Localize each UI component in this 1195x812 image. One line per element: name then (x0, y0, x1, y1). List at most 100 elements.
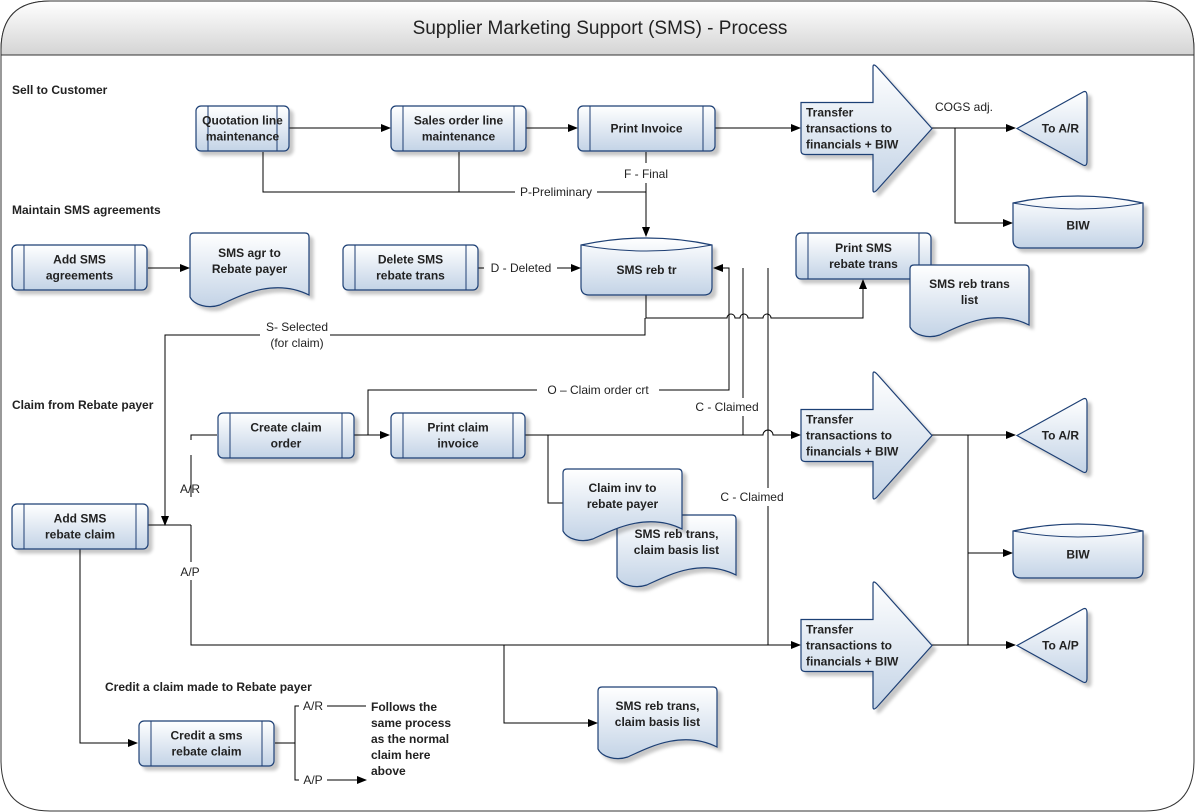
node-label: Transfer (806, 623, 854, 637)
node-label: Claim inv to (588, 481, 656, 495)
node-claim-inv-to-rebate-payer[interactable]: Claim inv to rebate payer (562, 468, 683, 542)
node-label: Transfer (806, 413, 854, 427)
node-label: SMS reb trans, (615, 699, 699, 713)
edge-claim-order-crt (367, 268, 730, 435)
node-label: SMS reb tr (616, 263, 676, 277)
edge-claim-credit (79, 549, 138, 747)
node-label: claim basis list (615, 715, 700, 729)
node-biw-2[interactable]: BIW (1012, 523, 1144, 579)
edge-label-claim-order-crt: O – Claim order crt (547, 383, 649, 397)
edge-label-claimed-1: C - Claimed (695, 400, 758, 414)
edge-transfer1-biw (954, 128, 1013, 227)
node-label: list (961, 293, 978, 307)
node-label: financials + BIW (806, 655, 899, 669)
edge-label-final: F - Final (624, 167, 668, 181)
node-label: transactions to (806, 429, 892, 443)
node-label: financials + BIW (806, 138, 899, 152)
node-label: To A/P (1042, 639, 1079, 653)
note-line: claim here (371, 748, 431, 762)
section-credit: Credit a claim made to Rebate payer (105, 680, 312, 694)
node-label: financials + BIW (806, 445, 899, 459)
node-label: Rebate payer (212, 262, 288, 276)
node-label: Add SMS (54, 512, 107, 526)
node-label: rebate claim (45, 528, 115, 542)
edge-printclaim-doc (547, 435, 563, 504)
node-label: rebate payer (587, 497, 659, 511)
edge-printclaim-transfer2 (525, 429, 801, 439)
node-label: To A/R (1042, 122, 1080, 136)
node-label: Print claim (427, 421, 488, 435)
node-label: order (271, 437, 302, 451)
edge-label-cogs: COGS adj. (935, 100, 993, 114)
node-label: SMS reb trans (929, 277, 1010, 291)
edge-claimbasis-doc (503, 645, 598, 727)
section-maintain: Maintain SMS agreements (12, 203, 161, 217)
node-label: Create claim (250, 421, 321, 435)
node-label: claim basis list (634, 543, 719, 557)
edge-preliminary (262, 152, 646, 193)
node-label: maintenance (206, 130, 280, 144)
node-label: BIW (1066, 548, 1090, 562)
connectors (79, 124, 1016, 780)
node-create-claim-order[interactable]: Create claim order (217, 412, 355, 459)
edge-selected (165, 318, 646, 525)
node-print-claim-invoice[interactable]: Print claim invoice (390, 412, 526, 459)
node-add-sms-rebate-claim[interactable]: Add SMS rebate claim (11, 503, 149, 550)
edge-claim-split (148, 434, 800, 645)
node-label: Delete SMS (378, 253, 443, 267)
node-label: transactions to (806, 639, 892, 653)
node-label: rebate trans (376, 269, 445, 283)
node-add-sms-agreements[interactable]: Add SMS agreements (11, 244, 148, 291)
node-to-ar-1[interactable]: To A/R (1015, 90, 1088, 167)
node-label: Print SMS (835, 241, 892, 255)
node-sms-reb-trans-claim-basis-list-2[interactable]: SMS reb trans, claim basis list (597, 686, 718, 760)
node-label: BIW (1066, 219, 1090, 233)
node-label: Transfer (806, 106, 854, 120)
note-line: above (371, 764, 406, 778)
edge-credit-split (275, 705, 366, 780)
node-biw-1[interactable]: BIW (1012, 195, 1144, 249)
node-sms-agr-to-rebate-payer[interactable]: SMS agr to Rebate payer (189, 232, 310, 308)
node-label: Sales order line (414, 114, 504, 128)
node-label: invoice (437, 437, 479, 451)
edge-label-selected-2: (for claim) (270, 336, 323, 350)
node-label: transactions to (806, 122, 892, 136)
edge-label-claimed-2: C - Claimed (720, 490, 783, 504)
node-label: SMS reb trans, (634, 527, 718, 541)
edge-label-credit-ap: A/P (303, 773, 322, 787)
node-transfer-transactions-3[interactable]: Transfer transactions to financials + BIW (800, 581, 933, 710)
node-transfer-transactions-2[interactable]: Transfer transactions to financials + BIW (800, 371, 933, 500)
edge-label-credit-ar: A/R (303, 699, 323, 713)
node-print-sms-rebate-trans[interactable]: Print SMS rebate trans (795, 232, 932, 280)
section-sell: Sell to Customer (12, 83, 108, 97)
edge-label-ap: A/P (180, 565, 199, 579)
edge-label-selected: S- Selected (266, 320, 328, 334)
section-claim: Claim from Rebate payer (12, 398, 154, 412)
node-sales-order-line-maintenance[interactable]: Sales order line maintenance (390, 105, 527, 152)
node-label: Credit a sms (170, 729, 242, 743)
edge-label-preliminary: P-Preliminary (520, 185, 592, 199)
node-label: SMS agr to (218, 246, 281, 260)
header-band (0, 0, 1195, 56)
node-label: agreements (46, 269, 114, 283)
node-sms-reb-trans-list[interactable]: SMS reb trans list (909, 264, 1030, 338)
node-transfer-transactions-1[interactable]: Transfer transactions to financials + BIW (800, 64, 933, 193)
node-print-invoice[interactable]: Print Invoice (577, 105, 716, 152)
node-to-ar-2[interactable]: To A/R (1015, 397, 1088, 474)
node-label: maintenance (422, 130, 496, 144)
node-sms-reb-trans-claim-basis-list-1[interactable]: SMS reb trans, claim basis list (616, 514, 737, 588)
node-label: rebate trans (829, 257, 898, 271)
diagram-title: Supplier Marketing Support (SMS) - Proce… (413, 18, 788, 39)
node-delete-sms-rebate-trans[interactable]: Delete SMS rebate trans (342, 244, 479, 291)
node-label: Print Invoice (610, 122, 682, 136)
note-line: same process (371, 716, 451, 730)
note-line: as the normal (371, 732, 449, 746)
node-sms-reb-tr[interactable]: SMS reb tr (580, 237, 713, 296)
node-to-ap[interactable]: To A/P (1015, 607, 1088, 684)
node-label: Add SMS (53, 253, 106, 267)
